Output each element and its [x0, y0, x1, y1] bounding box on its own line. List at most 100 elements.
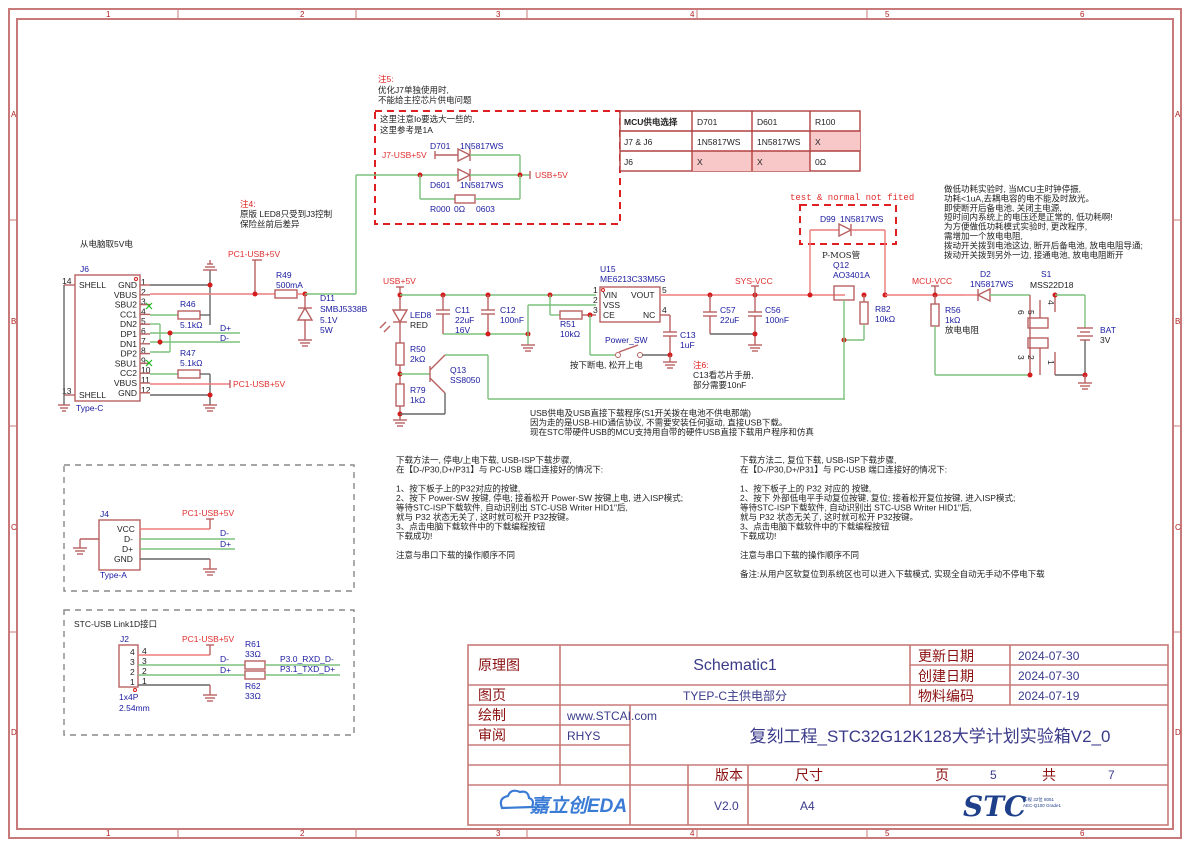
- row-label: A: [1175, 110, 1181, 119]
- pin-name: DN2: [120, 319, 137, 329]
- col-label: 6: [1080, 10, 1085, 19]
- value-label: 1x4P: [119, 692, 139, 702]
- pin-name: VCC: [117, 524, 135, 534]
- pmos-section: test & normal not fited D99 1N5817WS P-M…: [790, 193, 965, 399]
- r82-resistor: [859, 301, 869, 325]
- note-line: USB供电及USB直接下载程序(S1开关拨在电池不供电那端): [530, 408, 751, 418]
- ground-symbol: [58, 404, 70, 412]
- table-cell: 0Ω: [815, 157, 826, 167]
- table-cell: X: [757, 157, 763, 167]
- pin-num: 4: [662, 305, 667, 315]
- project-name: 复刻工程_STC32G12K128大学计划实验箱V2_0: [750, 727, 1111, 746]
- note-line: 需增加一个放电电阻,: [944, 231, 1023, 241]
- row-label: D: [11, 728, 17, 737]
- tb-label: 原理图: [478, 658, 520, 674]
- note-line: 在【D-/P30,D+/P31】与 PC-USB 端口连接好的情况下:: [740, 465, 947, 475]
- ref-label: D99: [820, 214, 836, 224]
- net-label-usb5v: USB+5V: [383, 276, 416, 286]
- pin-name: SHELL: [79, 390, 106, 400]
- drawn-by: www.STCAI.com: [566, 709, 657, 723]
- ref-label: R56: [945, 305, 961, 315]
- col-label: 5: [885, 10, 890, 19]
- pin-num: 1: [141, 277, 146, 287]
- note-line: 就与 P32 状态无关了, 这时就可松开 P32按键。: [396, 512, 574, 522]
- value-label: 3V: [1100, 335, 1111, 345]
- value-label: 2kΩ: [410, 354, 425, 364]
- ref-label: C12: [500, 305, 516, 315]
- note6-title: 注6:: [693, 360, 709, 370]
- value-label: 10kΩ: [560, 329, 580, 339]
- note-line: 功耗<1uA,去耦电容的电不能及时放光。: [944, 193, 1094, 203]
- col-label: 2: [300, 829, 305, 838]
- note-line: 等待STC-ISP下载软件, 自动识别出 STC-USB Writer HID1…: [740, 503, 972, 513]
- led-section: USB+5V LED8 RED R50 2kΩ R79 1kΩ Q13 SS80…: [379, 276, 845, 427]
- io-note: 这里参考是1A: [380, 125, 433, 135]
- pin-num: 3: [142, 656, 147, 666]
- page-num: 5: [990, 768, 997, 782]
- note-line: 拨动开关拨到电池这边, 断开后备电池, 放电电阻导通;: [944, 240, 1143, 250]
- pin-name: SHELL: [79, 280, 106, 290]
- pin-num: 3: [1016, 355, 1026, 360]
- desc-label: 放电电阻: [945, 325, 980, 335]
- pin-name: D-: [124, 534, 133, 544]
- j4-typea-section: J4 VCC D- D+ GND Type-A PC1-USB+5V D- D+: [63, 464, 355, 592]
- tvs-diode-icon: [296, 306, 314, 321]
- r49-fuse: [274, 289, 298, 299]
- j2-link1d-section: STC-USB Link1D接口 J2 4 3 2 1 4 3 2 1 1x4P…: [63, 609, 355, 736]
- title-block: 原理图 Schematic1 更新日期 2024-07-30 创建日期 2024…: [467, 644, 1169, 826]
- part-label: 1N5817WS: [460, 141, 504, 151]
- row-label: C: [1175, 523, 1181, 532]
- value-label: RED: [410, 320, 428, 330]
- note-line: 下载成功!: [740, 531, 776, 541]
- note-line: 短时间内系统上的电压还是正常的, 低功耗啊!: [944, 212, 1113, 222]
- s1-slide-switch: 6 5 4 3 2 1: [1016, 295, 1056, 375]
- pkg-label: 0603: [476, 204, 495, 214]
- note4-line: 原版 LED8只受到J3控制: [240, 209, 332, 219]
- j6-typec-connector: J6 14 SHELL 13 SHELL Type-C 1GND2VBUS3SB…: [58, 264, 151, 413]
- col-label: 6: [1080, 829, 1085, 838]
- pin-num: 13: [62, 386, 72, 396]
- pin-num: 1: [593, 285, 598, 295]
- pin-num: 6: [1016, 310, 1026, 315]
- note-line: 备注:从用户区软复位到系统区也可以进入下载模式, 实现全自动无手动不停电下载: [740, 569, 1045, 579]
- r62-resistor: [244, 670, 266, 680]
- col-label: 3: [496, 10, 501, 19]
- u15-ldo: [599, 286, 661, 323]
- pin-name: VBUS: [114, 378, 137, 388]
- jlc-eda-logo: 嘉立创EDA: [499, 789, 627, 817]
- reviewed-by: RHYS: [567, 729, 600, 743]
- value-label: 22uF: [720, 315, 739, 325]
- ref-label: LED8: [410, 310, 432, 320]
- tb-label: 图页: [478, 688, 506, 704]
- net-label-dminus: D-: [220, 654, 229, 664]
- ref-label: D601: [430, 180, 451, 190]
- d601-diode: D601 1N5817WS USB+5V: [356, 167, 568, 190]
- note-line: 1、按下板子上的 P32 对应的 按键,: [740, 484, 871, 494]
- note-line: 注意与串口下载的操作顺序不同: [740, 550, 859, 560]
- tb-label: 共: [1042, 768, 1056, 784]
- note-line: 做低功耗实验时, 当MCU主时钟停振,: [944, 184, 1081, 194]
- stc-logo: STC 车规 32位 8051 AEC-Q100 Grade1: [963, 790, 1062, 823]
- table-cell: J6: [624, 157, 633, 167]
- ref-label: D701: [430, 141, 451, 151]
- pin-name: VSS: [603, 300, 620, 310]
- row-label: C: [11, 523, 17, 532]
- sys-vcc-section: SYS-VCC C57 22uF C56 100nF: [703, 276, 789, 352]
- net-label-p31: P3.1_TXD_D+: [280, 664, 335, 674]
- r50-resistor: [395, 342, 405, 366]
- col-label: 3: [496, 829, 501, 838]
- ref-label: Power_SW: [605, 335, 648, 345]
- value-label: 1kΩ: [945, 315, 960, 325]
- pin-num: 4: [130, 647, 135, 657]
- q12-type: P-MOS管: [822, 250, 860, 261]
- net-label-mcuvcc: MCU-VCC: [912, 276, 952, 286]
- led-icon: [391, 309, 409, 324]
- value-label: 33Ω: [245, 649, 261, 659]
- part-label: 1N5817WS: [840, 214, 884, 224]
- note5-title: 注5:: [378, 74, 394, 84]
- pin-name: SBU1: [115, 358, 137, 368]
- tb-label: 物料编码: [918, 689, 974, 705]
- power-sw-hint: 按下断电, 松开上电: [570, 360, 643, 370]
- ref-label: D11: [320, 293, 335, 303]
- note-line: 注意与串口下载的操作顺序不同: [396, 550, 515, 560]
